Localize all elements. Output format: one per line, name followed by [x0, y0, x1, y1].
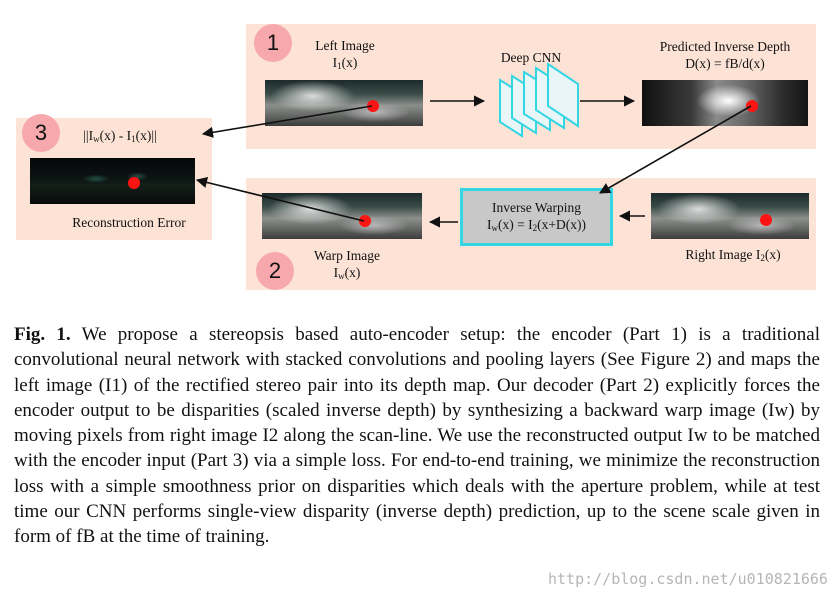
- part1-badge: 1: [254, 24, 292, 62]
- part2-badge: 2: [256, 252, 294, 290]
- arrow-warp-to-error: [195, 176, 365, 222]
- cnn-layers: [499, 62, 579, 138]
- predicted-depth-title: Predicted Inverse Depth: [659, 39, 791, 54]
- loss-formula: ||Iw(x) - I1(x)||: [83, 128, 157, 144]
- caption-label: Fig. 1.: [14, 324, 71, 345]
- reconstruction-error-label: Reconstruction Error: [72, 215, 186, 230]
- warp-image-label: Warp Image Iw(x): [302, 247, 392, 281]
- inverse-warping-title: Inverse Warping: [491, 200, 581, 215]
- inverse-warping-label: Inverse Warping Iw(x) = I2(x+D(x)): [463, 199, 610, 233]
- right-image: [651, 193, 809, 239]
- inverse-warping-box: [460, 188, 613, 246]
- predicted-depth-label: Predicted Inverse Depth D(x) = fB/d(x): [640, 38, 810, 72]
- warp-image-title: Warp Image: [313, 248, 380, 263]
- predicted-depth-image: [642, 80, 808, 126]
- inverse-warping-formula: Iw(x) = I2(x+D(x)): [487, 217, 586, 233]
- depth-marker: [746, 100, 758, 112]
- left-image-label: Left Image I1(x): [300, 37, 390, 71]
- right-image-label: Right Image I2(x): [685, 247, 781, 263]
- left-image-title: Left Image: [315, 38, 375, 53]
- left-image-formula: I1(x): [332, 55, 358, 71]
- warp-marker: [359, 215, 371, 227]
- watermark: http://blog.csdn.net/u010821666: [548, 570, 828, 588]
- reconstruction-error-image: [30, 158, 195, 204]
- predicted-depth-formula: D(x) = fB/d(x): [685, 56, 765, 71]
- left-image-marker: [367, 100, 379, 112]
- arrow-left-to-loss: [201, 105, 373, 138]
- figure-caption: Fig. 1. We propose a stereopsis based au…: [14, 322, 820, 550]
- diagram-arrows: [195, 62, 752, 228]
- error-marker: [128, 177, 140, 189]
- left-image: [265, 80, 423, 126]
- caption-text: We propose a stereopsis based auto-encod…: [14, 324, 820, 548]
- part3-badge: 3: [22, 114, 60, 152]
- warp-image-formula: Iw(x): [333, 265, 361, 281]
- deep-cnn-label: Deep CNN: [500, 50, 562, 65]
- right-image-marker: [760, 214, 772, 226]
- arrow-depth-to-warping: [599, 105, 752, 194]
